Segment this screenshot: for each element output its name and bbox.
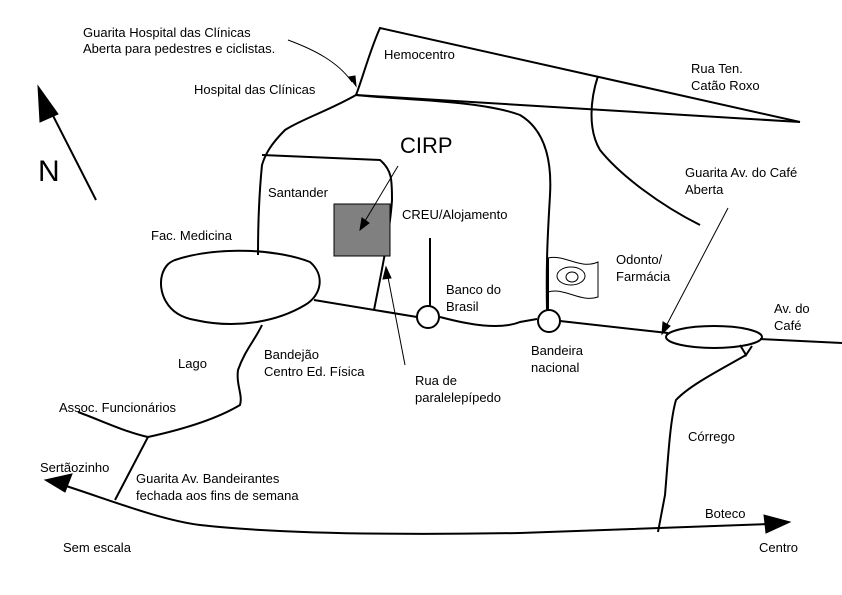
road-hemocentro: [355, 26, 801, 123]
road-corrego-joint: [739, 344, 753, 357]
label-av-cafe-1: Av. do: [774, 301, 810, 316]
label-santander: Santander: [268, 185, 328, 200]
label-bandejao-1: Bandejão: [264, 347, 319, 362]
label-lago: Lago: [178, 356, 207, 371]
arrowhead-rua-paralelepipedo: [382, 265, 392, 280]
flag-emblem: [556, 266, 586, 286]
cirp-building: [333, 203, 391, 257]
label-bandejao-2: Centro Ed. Física: [264, 364, 365, 379]
label-sertaozinho: Sertãozinho: [40, 460, 110, 475]
arrowhead-cirp: [359, 217, 370, 232]
road-branch-right: [590, 75, 701, 226]
label-rua-ten-1: Rua Ten.: [691, 61, 743, 76]
label-odonto-2: Farmácia: [616, 269, 671, 284]
flag-circle: [565, 271, 579, 283]
arrow-cirp: [361, 165, 399, 227]
arrow-guarita-cafe: [663, 207, 729, 331]
label-rua-ten-2: Catão Roxo: [691, 78, 760, 93]
arrowhead-guarita-cafe: [661, 321, 671, 336]
arrowhead-sertaozinho: [43, 473, 73, 493]
label-scale-note: Sem escala: [63, 540, 131, 555]
label-guarita-cafe-1: Guarita Av. do Café: [685, 165, 798, 180]
label-hospital-clinicas: Hospital das Clínicas: [194, 82, 316, 97]
label-corrego: Córrego: [688, 429, 735, 444]
label-av-cafe-2: Café: [774, 318, 802, 333]
road-assoc: [77, 411, 150, 501]
road-corrego: [657, 354, 747, 533]
road-lago: [147, 324, 263, 438]
arrow-rua-paralelepipedo: [386, 271, 406, 366]
arrowhead-centro: [763, 514, 792, 534]
label-rua-paralelepipedo-2: paralelepípedo: [415, 390, 502, 405]
label-guarita-cafe-2: Aberta: [685, 182, 724, 197]
arrowhead-guarita-hc: [348, 75, 357, 88]
label-guarita-hc-1: Guarita Hospital das Clínicas: [83, 25, 251, 40]
roundabout-banco: [416, 305, 440, 329]
fac-medicina-shape: [160, 249, 321, 326]
label-boteco: Boteco: [705, 506, 746, 521]
label-centro: Centro: [759, 540, 799, 555]
label-rua-paralelepipedo-1: Rua de: [415, 373, 457, 388]
road-rua-ten-catao-roxo: [355, 94, 801, 123]
road-east-loop: [355, 94, 552, 311]
road-main: [313, 299, 669, 334]
roundabout-bandeira: [537, 309, 561, 333]
label-cirp: CIRP: [400, 133, 453, 158]
label-banco-2: Brasil: [446, 299, 479, 314]
road-av-do-cafe: [759, 338, 842, 344]
label-guarita-hc-2: Aberta para pedestres e ciclistas.: [83, 41, 276, 56]
label-bandeira-2: nacional: [531, 360, 580, 375]
label-guarita-band-1: Guarita Av. Bandeirantes: [136, 471, 280, 486]
north-label: N: [38, 155, 60, 188]
brazil-flag-icon: [547, 256, 599, 299]
road-inner-loop: [257, 94, 394, 311]
label-creu: CREU/Alojamento: [402, 207, 508, 222]
north-arrow-icon: [37, 84, 59, 123]
label-bandeira-1: Bandeira: [531, 343, 584, 358]
label-guarita-band-2: fechada aos fins de semana: [136, 488, 299, 503]
road-av-bandeirantes: [59, 483, 771, 535]
label-hemocentro: Hemocentro: [384, 47, 455, 62]
roundabout-av-cafe: [665, 325, 763, 349]
arrow-guarita-hc: [287, 39, 353, 83]
label-odonto-1: Odonto/: [616, 252, 663, 267]
label-banco-1: Banco do: [446, 282, 501, 297]
label-assoc: Assoc. Funcionários: [59, 400, 177, 415]
label-fac-medicina: Fac. Medicina: [151, 228, 232, 243]
